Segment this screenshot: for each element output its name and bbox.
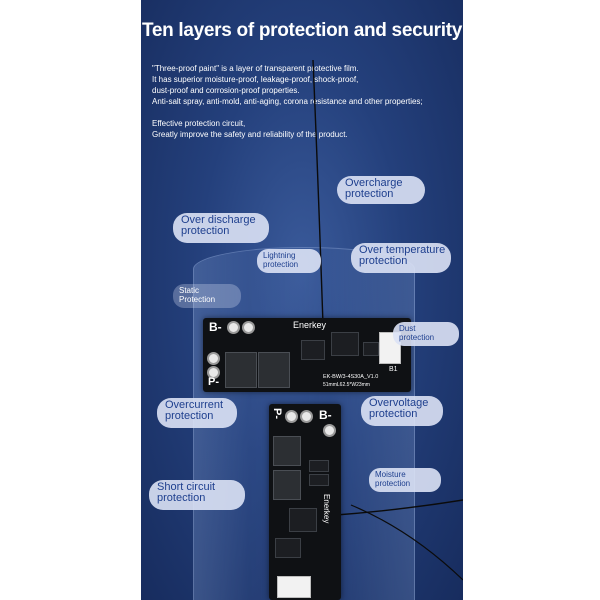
product-poster: Ten layers of protection and security "T… [141, 0, 463, 600]
label-line: protection [359, 255, 408, 267]
label-overvoltage-protection: Overvoltage protection [361, 396, 443, 426]
label-line: Short circuit [157, 481, 216, 493]
size-label: 51mmL62.5*W23mm [323, 382, 370, 388]
label-over-temperature-protection: Over temperature protection [351, 243, 451, 273]
label-line: protection [369, 408, 418, 420]
label-line: protection [399, 333, 435, 342]
solder-pad [323, 424, 336, 437]
b-minus-label: B- [209, 320, 222, 334]
label-dust-protection: Dust protection [393, 322, 459, 346]
label-line: protection [375, 479, 411, 488]
label-lightning-protection: Lightning protection [257, 249, 321, 273]
label-line: Over discharge [181, 214, 256, 226]
mosfet-chip [225, 352, 257, 388]
pcb-board-horizontal: B- P- Enerkey EK-BW/3-4S30A_V1.0 51mmL62… [203, 318, 411, 392]
ic-chip [289, 508, 317, 532]
label-short-circuit-protection: Short circuit protection [149, 480, 245, 510]
description-line: Effective protection circuit, [152, 119, 246, 128]
label-over-discharge-protection: Over discharge protection [173, 213, 269, 243]
mosfet-chip [273, 436, 301, 466]
label-static-protection: Static Protection [173, 284, 241, 308]
ic-chip [301, 340, 325, 360]
description-line: "Three-proof paint" is a layer of transp… [152, 64, 359, 73]
ic-chip [309, 460, 329, 472]
mosfet-chip [258, 352, 290, 388]
p-minus-label: P- [208, 376, 219, 388]
label-line: Static [179, 286, 200, 295]
label-overcurrent-protection: Overcurrent protection [157, 398, 237, 428]
page-title: Ten layers of protection and security [141, 20, 463, 41]
label-line: protection [157, 492, 206, 504]
label-line: Over temperature [359, 244, 446, 256]
label-moisture-protection: Moisture protection [369, 468, 441, 492]
label-line: Overcurrent [165, 399, 224, 411]
label-overcharge-protection: Overcharge protection [337, 176, 425, 204]
model-label: EK-BW/3-4S30A_V1.0 [323, 374, 379, 380]
solder-pad [300, 410, 313, 423]
label-line: Overvoltage [369, 397, 429, 409]
label-line: Moisture [375, 470, 406, 479]
label-line: Protection [179, 295, 216, 304]
b1-label: B1 [389, 366, 398, 373]
ic-chip [275, 538, 301, 558]
b-minus-label: B- [319, 408, 332, 422]
solder-pad [242, 321, 255, 334]
label-line: protection [165, 410, 214, 422]
description-line: dust-proof and corrosion-proof propertie… [152, 86, 300, 95]
pcb-board-vertical: P- B- Enerkey [269, 404, 341, 600]
label-line: Dust [399, 324, 416, 333]
p-minus-label: P- [271, 408, 283, 419]
ic-chip [363, 342, 379, 356]
label-line: protection [263, 260, 299, 269]
label-line: Overcharge [345, 177, 403, 189]
label-line: protection [181, 225, 230, 237]
solder-pad [285, 410, 298, 423]
description-line: It has superior moisture-proof, leakage-… [152, 75, 359, 84]
description-text: "Three-proof paint" is a layer of transp… [152, 63, 457, 140]
label-line: Lightning [263, 251, 296, 260]
solder-pad [207, 352, 220, 365]
ic-chip [309, 474, 329, 486]
brand-label: Enerkey [293, 320, 327, 330]
ic-chip [331, 332, 359, 356]
description-line: Greatly improve the safety and reliabili… [152, 130, 348, 139]
description-line: Anti-salt spray, anti-mold, anti-aging, … [152, 97, 423, 106]
wire-black [335, 499, 463, 516]
label-line: protection [345, 188, 394, 200]
mosfet-chip [273, 470, 301, 500]
solder-pad [207, 366, 220, 379]
solder-pad [227, 321, 240, 334]
wire-black [350, 504, 463, 581]
brand-label: Enerkey [322, 494, 331, 524]
balance-connector [277, 576, 311, 598]
